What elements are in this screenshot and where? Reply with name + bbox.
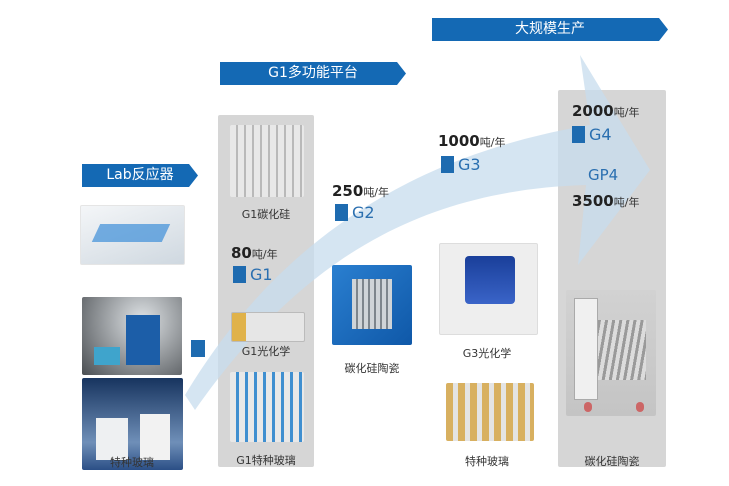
g1-photochemistry-image [231,312,305,342]
gp4-capacity-value: 3500 [572,192,614,210]
gp4-capacity-unit: 吨/年 [613,196,640,209]
gp4-label: GP4 [588,166,619,184]
g4-capacity-value: 2000 [572,102,614,120]
g2-capacity-unit: 吨/年 [363,186,390,199]
g3-caption-photochemistry: G3光化学 [462,347,512,360]
g1-special-glass-image [230,372,304,442]
special-glass-lab-image [82,378,183,470]
glass-reactor-image [82,297,182,375]
g1-capacity: 80吨/年 [231,244,278,262]
square-marker-icon [233,266,246,283]
g1-platform-banner: G1多功能平台 [220,62,406,85]
growth-arrow-body [185,55,650,410]
g2-capacity: 250吨/年 [332,182,389,200]
g1-capacity-unit: 吨/年 [251,248,278,261]
g1-capacity-value: 80 [231,244,252,262]
mass-production-banner: 大规模生产 [432,18,668,41]
square-marker-icon [572,126,585,143]
g2-capacity-value: 250 [332,182,364,200]
g4-generation-text: G4 [589,125,612,144]
g4-silicon-carbide-ceramic-image [566,290,656,416]
square-marker-icon [335,204,348,221]
g1-caption-special-glass: G1特种玻璃 [236,454,296,467]
g3-capacity-unit: 吨/年 [479,136,506,149]
lab-caption: 特种玻璃 [110,456,154,469]
g3-special-glass-image [446,383,534,441]
lab-marker-square [191,340,205,357]
lab-reactor-banner: Lab反应器 [82,164,198,187]
lab-reactor-image [80,205,185,265]
g3-generation-label: G3 [441,155,481,174]
g4-caption: 碳化硅陶瓷 [584,455,640,468]
g4-capacity-unit: 吨/年 [613,106,640,119]
g3-caption-special-glass: 特种玻璃 [465,455,509,468]
g2-silicon-carbide-ceramic-image [332,265,412,345]
g3-generation-text: G3 [458,155,481,174]
square-marker-icon [441,156,454,173]
g1-silicon-carbide-image [230,125,304,197]
g1-generation-text: G1 [250,265,273,284]
gp4-capacity: 3500吨/年 [572,192,639,210]
g3-capacity: 1000吨/年 [438,132,505,150]
g4-capacity: 2000吨/年 [572,102,639,120]
g3-capacity-value: 1000 [438,132,480,150]
g2-generation-text: G2 [352,203,375,222]
g2-caption: 碳化硅陶瓷 [344,362,400,375]
g1-generation-label: G1 [233,265,273,284]
g1-caption-photochemistry: G1光化学 [241,345,291,358]
g2-generation-label: G2 [335,203,375,222]
g4-generation-label: G4 [572,125,612,144]
g1-caption-silicon-carbide: G1碳化硅 [241,208,291,221]
g3-photochemistry-image [439,243,538,335]
